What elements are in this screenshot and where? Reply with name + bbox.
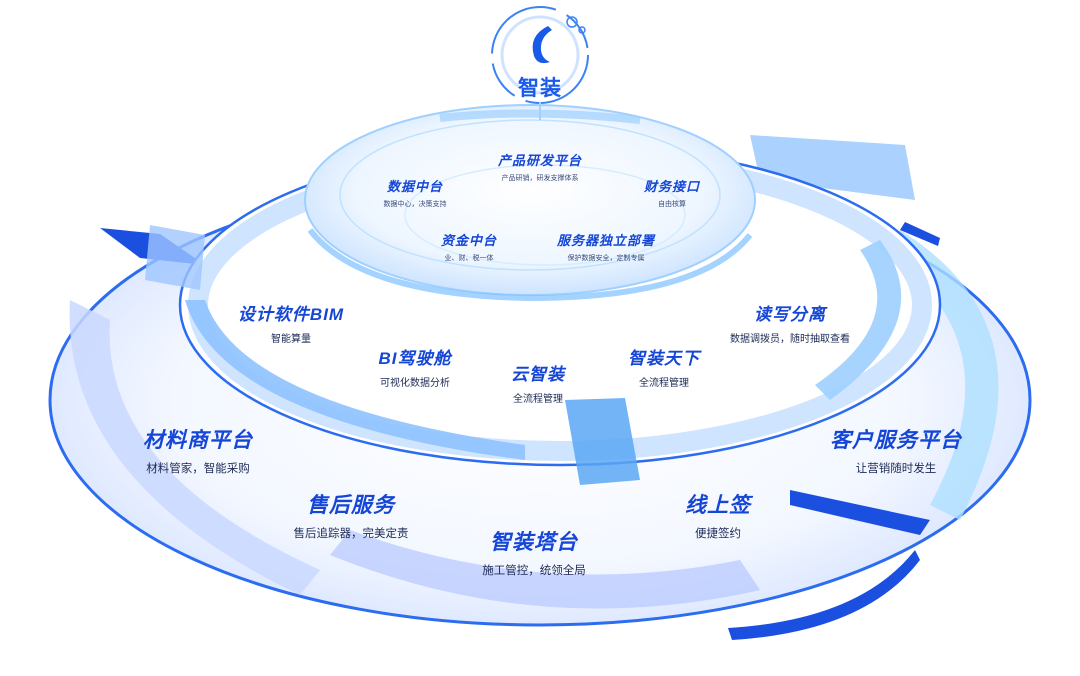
node-subtitle: 让营销随时发生	[855, 463, 937, 475]
node-title: 设计软件BIM	[237, 305, 345, 324]
accent-topright	[900, 222, 940, 246]
node-subtitle: 保护数据安全，定制专属	[567, 255, 645, 262]
node-subtitle: 材料管家，智能采购	[146, 463, 250, 475]
node-subtitle: 数据调拨员，随时抽取查看	[730, 334, 850, 345]
node-title: 线上签	[685, 494, 751, 517]
logo-name: 智装	[518, 77, 562, 100]
node-subtitle: 全流程管理	[639, 378, 689, 389]
node-rw: 读写分离 数据调拨员，随时抽取查看	[730, 300, 850, 345]
node-title: 产品研发平台	[497, 153, 583, 168]
node-tower: 智装塔台 施工管控，统领全局	[482, 526, 586, 578]
node-title: 智装天下	[628, 349, 700, 368]
node-title: 读写分离	[754, 305, 826, 324]
node-title: 客户服务平台	[830, 429, 962, 452]
node-title: 资金中台	[440, 233, 498, 248]
inner-top-band	[439, 109, 641, 124]
accent-bottom	[728, 550, 920, 640]
middle-band-right	[815, 240, 902, 400]
node-material: 材料商平台 材料管家，智能采购	[143, 424, 253, 476]
node-subtitle: 数据中心，决策支持	[383, 201, 447, 208]
node-subtitle: 施工管控，统领全局	[482, 565, 586, 577]
node-subtitle: 可视化数据分析	[380, 378, 450, 389]
node-bi: BI驾驶舱 可视化数据分析	[379, 344, 452, 389]
node-subtitle: 业、财、税一体	[444, 255, 494, 262]
node-customer: 客户服务平台 让营销随时发生	[830, 424, 962, 476]
inner-band	[307, 228, 753, 302]
node-finance: 财务接口 自由核算	[644, 176, 700, 209]
node-title: 云智装	[511, 365, 565, 384]
node-sign: 线上签 便捷签约	[685, 489, 751, 541]
node-title: 财务接口	[643, 179, 701, 194]
node-title: 数据中台	[386, 179, 443, 194]
node-subtitle: 便捷签约	[695, 528, 741, 540]
node-bim: 设计软件BIM 智能算量	[238, 300, 344, 345]
inner-ring-2	[339, 119, 721, 271]
node-subtitle: 全流程管理	[513, 394, 563, 405]
logo-flame-icon	[532, 26, 552, 64]
node-funds: 资金中台 业、财、税一体	[441, 230, 497, 263]
node-title: 智装塔台	[490, 531, 578, 554]
node-server: 服务器独立部署 保护数据安全，定制专属	[557, 230, 655, 263]
node-subtitle: 售后追踪器，完美定责	[293, 528, 409, 540]
node-title: 服务器独立部署	[556, 233, 656, 248]
node-subtitle: 智能算量	[270, 334, 311, 345]
inner-ring-3	[404, 164, 686, 266]
node-subtitle: 产品研销，研发支撑体系	[501, 175, 579, 182]
logo-bubble-1	[566, 16, 578, 28]
middle-band-left	[185, 300, 525, 460]
node-subtitle: 自由核算	[657, 201, 686, 208]
outer-band-bottom	[330, 530, 760, 609]
node-title: BI驾驶舱	[378, 349, 452, 368]
middle-shard	[565, 398, 640, 485]
logo-bubble-2	[578, 26, 586, 34]
node-title: 材料商平台	[143, 429, 253, 452]
node-world: 智装天下 全流程管理	[628, 344, 700, 389]
accent-right	[790, 490, 930, 535]
node-product: 产品研发平台 产品研销，研发支撑体系	[498, 150, 582, 183]
outer-band-right	[880, 230, 999, 520]
middle-tab-left	[145, 225, 205, 290]
node-cloud: 云智装 全流程管理	[511, 360, 565, 405]
node-after: 售后服务 售后追踪器，完美定责	[294, 489, 409, 541]
outer-band-left	[69, 300, 320, 595]
node-data: 数据中台 数据中心，决策支持	[384, 176, 447, 209]
node-title: 售后服务	[307, 494, 395, 517]
